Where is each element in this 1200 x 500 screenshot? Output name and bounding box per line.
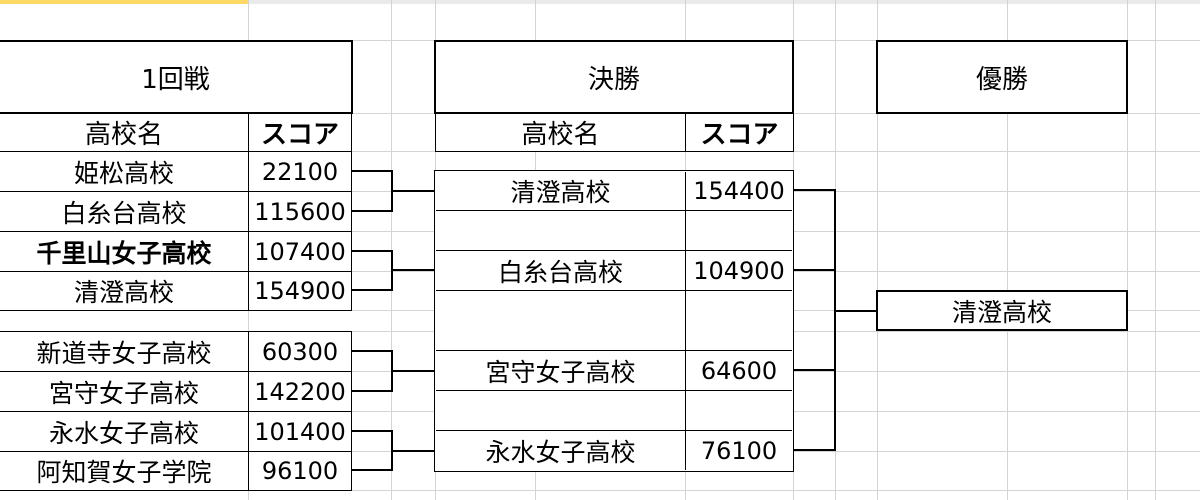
round1-score-cell[interactable]: 107400 <box>249 232 352 272</box>
final-score-cell[interactable]: 104900 <box>686 251 792 291</box>
grid-col-line <box>1127 0 1128 500</box>
round1-school-cell[interactable]: 千里山女子高校 <box>0 232 249 272</box>
round1-school-cell[interactable]: 阿知賀女子学院 <box>0 452 249 491</box>
bracket-line <box>352 289 392 291</box>
bracket-line <box>352 250 392 252</box>
final-school-cell[interactable]: 宮守女子高校 <box>436 351 686 391</box>
final-title-box[interactable] <box>434 40 794 114</box>
bracket-line <box>352 430 392 432</box>
round1-title-box[interactable] <box>0 40 353 114</box>
final-blank-cell[interactable] <box>436 391 686 431</box>
bracket-line <box>352 350 392 352</box>
round1-score-cell[interactable]: 154900 <box>249 272 352 311</box>
round1-title: 1回戦 <box>141 64 210 95</box>
final-blank-cell[interactable] <box>436 211 686 251</box>
final-header-score[interactable]: スコア <box>686 114 794 152</box>
bracket-line <box>834 189 836 451</box>
column-header-strip <box>0 0 1200 4</box>
bracket-line <box>391 450 435 452</box>
final-blank-cell[interactable] <box>436 291 686 351</box>
bracket-line <box>352 390 392 392</box>
bracket-line <box>391 269 435 271</box>
final-school-cell[interactable]: 清澄高校 <box>436 172 686 211</box>
final-school-cell[interactable]: 永水女子高校 <box>436 431 686 470</box>
bracket-line <box>391 370 435 372</box>
bracket-line <box>794 449 835 451</box>
final-school-cell[interactable]: 白糸台高校 <box>436 251 686 291</box>
final-score-cell[interactable]: 154400 <box>686 172 792 211</box>
grid-row-line <box>0 490 1200 491</box>
winner-box[interactable] <box>876 290 1128 331</box>
round1-school-cell[interactable]: 新道寺女子高校 <box>0 331 249 372</box>
final-header-name[interactable]: 高校名 <box>435 114 686 152</box>
final-blank-cell[interactable] <box>686 291 792 351</box>
final-blank-cell[interactable] <box>686 211 792 251</box>
round1-score-cell[interactable]: 142200 <box>249 372 352 412</box>
selected-cell-indicator <box>0 0 248 4</box>
round1-school-cell[interactable]: 姫松高校 <box>0 152 249 192</box>
final-title: 決勝 <box>587 64 640 95</box>
bracket-line <box>794 189 835 191</box>
round1-school-cell[interactable]: 永水女子高校 <box>0 412 249 452</box>
round1-school-cell[interactable]: 清澄高校 <box>0 272 249 311</box>
final-blank-cell[interactable] <box>686 391 792 431</box>
grid-col-line <box>877 0 878 500</box>
bracket-line <box>391 190 435 192</box>
round1-school-cell[interactable]: 宮守女子高校 <box>0 372 249 412</box>
round1-score-cell[interactable]: 96100 <box>249 452 352 491</box>
grid-col-line <box>1155 0 1156 500</box>
winner-school: 清澄高校 <box>951 297 1052 327</box>
bracket-line <box>794 369 835 371</box>
bracket-line <box>352 170 392 172</box>
round1-score-cell[interactable]: 22100 <box>249 152 352 192</box>
round1-header-score[interactable]: スコア <box>249 114 352 152</box>
winner-title: 優勝 <box>975 64 1028 95</box>
round1-score-cell[interactable]: 115600 <box>249 192 352 232</box>
final-score-cell[interactable]: 64600 <box>686 351 792 391</box>
bracket-line <box>834 310 876 312</box>
bracket-line <box>794 269 835 271</box>
round1-score-cell[interactable]: 60300 <box>249 331 352 372</box>
winner-title-box[interactable] <box>876 40 1128 114</box>
bracket-line <box>352 469 392 471</box>
round1-score-cell[interactable]: 101400 <box>249 412 352 452</box>
final-score-cell[interactable]: 76100 <box>686 431 792 470</box>
round1-school-cell[interactable]: 白糸台高校 <box>0 192 249 232</box>
bracket-line <box>352 210 392 212</box>
round1-header-name[interactable]: 高校名 <box>0 114 249 152</box>
grid-col-line <box>1007 0 1008 500</box>
